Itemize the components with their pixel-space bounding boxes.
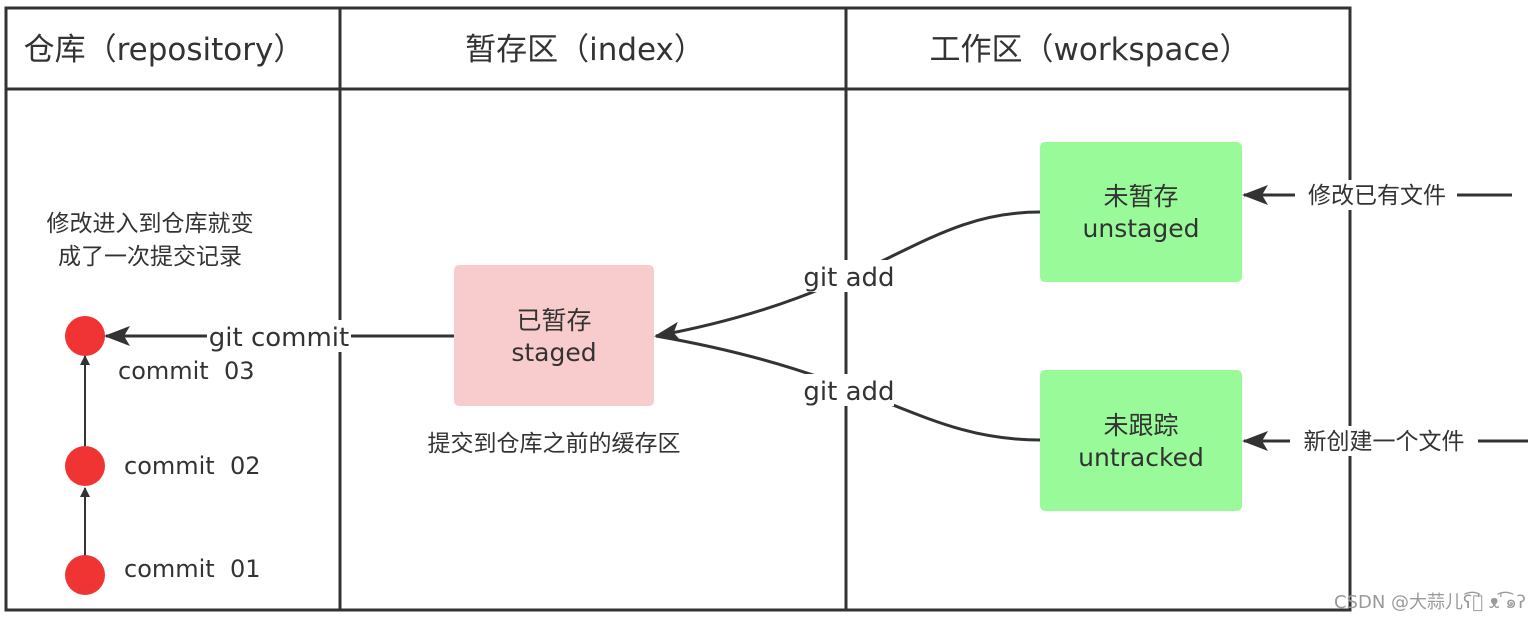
commit-node-02[interactable]: [65, 446, 105, 486]
git-add-label-2: git add: [803, 377, 894, 407]
git-commit-label: git commit: [209, 323, 349, 353]
unstaged-label-cn: 未暂存: [1103, 182, 1178, 211]
commit-label-03: commit 03: [118, 357, 255, 385]
untracked-label-en: untracked: [1078, 443, 1204, 472]
commit-label-01: commit 01: [124, 555, 261, 583]
git-add-unstaged-curve: [654, 210, 1041, 342]
commit-label-02: commit 02: [124, 452, 261, 480]
create-file-label-bg: [1290, 426, 1478, 456]
untracked-box[interactable]: [1040, 370, 1242, 511]
git-commit-label-bg: [207, 320, 351, 352]
commit-node-01[interactable]: [65, 555, 105, 595]
staged-label-en: staged: [511, 338, 596, 367]
modify-file-label-bg: [1295, 180, 1457, 210]
csdn-watermark: CSDN @大蒜儿ʕ͡๑̍ ᴥ ̍͡๑ʔ: [1334, 590, 1526, 613]
header-index: 暂存区（index）: [465, 32, 705, 68]
commit-node-03[interactable]: [65, 316, 105, 356]
repository-note-line1: 修改进入到仓库就变: [47, 211, 254, 237]
git-add-label-2-bg: [804, 374, 894, 406]
untracked-label-cn: 未跟踪: [1103, 411, 1178, 440]
staged-box[interactable]: [454, 265, 654, 406]
modify-file-label: 修改已有文件: [1308, 183, 1446, 209]
header-repository: 仓库（repository）: [24, 32, 305, 68]
git-add-label-1-bg: [804, 260, 894, 292]
unstaged-label-en: unstaged: [1083, 214, 1200, 243]
staged-label-cn: 已暂存: [516, 306, 591, 335]
git-add-label-1: git add: [803, 263, 894, 293]
create-file-label: 新创建一个文件: [1304, 429, 1465, 455]
header-workspace: 工作区（workspace）: [930, 32, 1251, 68]
repository-note-line2: 成了一次提交记录: [58, 244, 242, 270]
index-note: 提交到仓库之前的缓存区: [428, 431, 681, 457]
unstaged-box[interactable]: [1040, 142, 1242, 282]
table-frame: [4, 6, 1352, 612]
